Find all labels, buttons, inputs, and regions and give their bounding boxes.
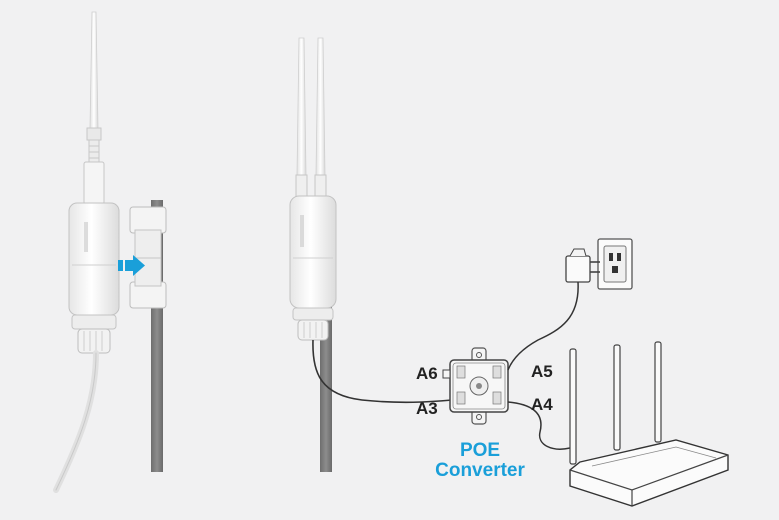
poe-converter <box>442 347 509 425</box>
poe-to-router-cable <box>507 401 571 450</box>
arrow-right-icon <box>118 255 145 276</box>
port-label-a4: A4 <box>531 395 553 414</box>
ap-to-poe-cable <box>312 339 453 404</box>
left-ethernet-cable <box>53 350 99 493</box>
left-device-body <box>68 202 120 354</box>
wall-socket <box>597 238 633 290</box>
port-label-a3: A3 <box>416 399 438 418</box>
left-antenna <box>83 11 105 205</box>
left-mounting-bracket <box>129 206 167 309</box>
power-adapter <box>565 248 600 283</box>
port-label-a5: A5 <box>531 362 553 381</box>
router <box>569 341 729 507</box>
center-antenna-right <box>314 37 327 198</box>
center-device-body <box>289 195 337 341</box>
poe-converter-title: POE <box>459 440 501 461</box>
port-label-a6: A6 <box>416 364 438 383</box>
left-access-point-group <box>53 11 167 493</box>
center-access-point-group <box>289 37 453 472</box>
center-antenna-left <box>295 37 308 198</box>
power-cable <box>507 281 579 371</box>
poe-converter-subtitle: Converter <box>435 460 525 481</box>
